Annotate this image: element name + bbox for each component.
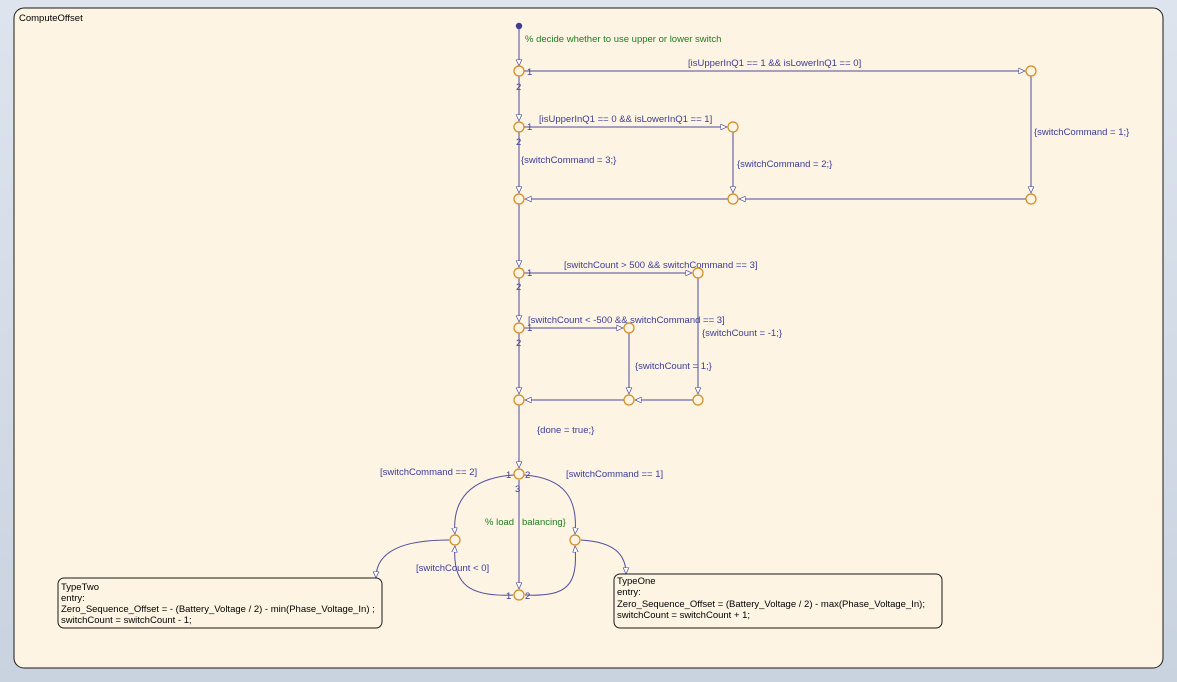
transition-cmd-eq-1[interactable]: [523, 474, 575, 534]
type-one-entry: entry:: [617, 587, 641, 598]
junction-left[interactable]: [449, 534, 461, 546]
default-transition-dot[interactable]: [515, 22, 523, 30]
junction-merge-right[interactable]: [1025, 193, 1037, 205]
comment-load: % load: [485, 517, 514, 528]
label-countpos: [switchCount > 500 && switchCommand == 3…: [564, 260, 758, 271]
junction-j1[interactable]: [513, 65, 525, 77]
junction-countpos[interactable]: [692, 267, 704, 279]
label-count1: {switchCount = 1;}: [635, 361, 712, 372]
type-one-line2: switchCount = switchCount + 1;: [617, 610, 750, 621]
junction-count-merge-right[interactable]: [692, 394, 704, 406]
label-countneg: [switchCount < -500 && switchCommand == …: [528, 315, 725, 326]
order-j10-3: 3: [515, 484, 520, 495]
comment-decide-switch: % decide whether to use upper or lower s…: [525, 34, 721, 45]
label-countm1: {switchCount = -1;}: [702, 328, 782, 339]
state-type-two[interactable]: TypeTwo entry: Zero_Sequence_Offset = - …: [57, 577, 383, 629]
label-lower: [isUpperInQ1 == 0 && isLowerInQ1 == 1]: [539, 114, 712, 125]
transition-to-typeone[interactable]: [580, 539, 626, 574]
transition-cmd-eq-2[interactable]: [455, 474, 515, 534]
order-j6-1: 1: [527, 323, 532, 334]
label-cmd2: {switchCommand = 2;}: [737, 159, 832, 170]
junction-right[interactable]: [569, 534, 581, 546]
order-j10-1: 1: [506, 470, 511, 481]
label-cmd-eq-2: [switchCommand == 2]: [380, 467, 477, 478]
junction-j5[interactable]: [513, 267, 525, 279]
junction-countneg[interactable]: [623, 322, 635, 334]
type-two-line2: switchCount = switchCount - 1;: [61, 615, 192, 626]
order-j11-2: 2: [525, 591, 530, 602]
order-j11-1: 1: [506, 591, 511, 602]
type-one-line1: Zero_Sequence_Offset = (Battery_Voltage …: [617, 599, 925, 610]
junction-count-merge-left[interactable]: [513, 394, 525, 406]
type-two-line1: Zero_Sequence_Offset = - (Battery_Voltag…: [61, 604, 375, 615]
junction-merge-mid[interactable]: [727, 193, 739, 205]
transition-to-typetwo[interactable]: [376, 539, 450, 578]
junction-j2[interactable]: [513, 121, 525, 133]
order-j2-1: 1: [527, 122, 532, 133]
label-upper: [isUpperInQ1 == 1 && isLowerInQ1 == 0]: [688, 58, 861, 69]
junction-j10[interactable]: [513, 468, 525, 480]
chart-compute-offset[interactable]: [13, 7, 1164, 669]
comment-balancing: balancing}: [522, 517, 566, 528]
state-type-one[interactable]: TypeOne entry: Zero_Sequence_Offset = (B…: [613, 573, 943, 629]
type-one-name: TypeOne: [617, 576, 656, 587]
order-j5-1: 1: [527, 268, 532, 279]
order-j1-1: 1: [527, 67, 532, 78]
label-done: {done = true;}: [537, 425, 594, 436]
junction-bottom[interactable]: [513, 589, 525, 601]
label-cmd-eq-1: [switchCommand == 1]: [566, 469, 663, 480]
order-j10-2: 2: [525, 470, 530, 481]
junction-merge-left[interactable]: [513, 193, 525, 205]
type-two-name: TypeTwo: [61, 582, 99, 593]
junction-upper[interactable]: [1025, 65, 1037, 77]
label-cmd3: {switchCommand = 3;}: [521, 155, 616, 166]
transition-countlt0[interactable]: [455, 546, 514, 596]
transition-j11-right[interactable]: [524, 546, 575, 596]
type-two-entry: entry:: [61, 593, 85, 604]
label-cmd1: {switchCommand = 1;}: [1034, 127, 1129, 138]
label-countlt0: [switchCount < 0]: [416, 563, 489, 574]
chart-title: ComputeOffset: [19, 13, 83, 24]
junction-lower[interactable]: [727, 121, 739, 133]
junction-count-merge-mid[interactable]: [623, 394, 635, 406]
junction-j6[interactable]: [513, 322, 525, 334]
